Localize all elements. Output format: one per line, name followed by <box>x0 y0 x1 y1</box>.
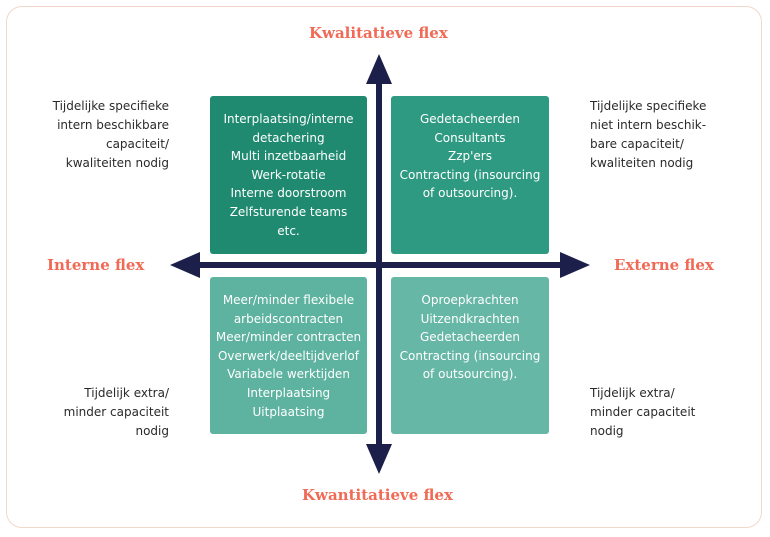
arrow-head-down-icon <box>366 444 392 474</box>
note-line: Tijdelijk extra/ <box>590 386 675 400</box>
note-line: minder capaciteit <box>63 405 169 419</box>
note-line: minder capaciteit <box>590 405 696 419</box>
note-line: intern beschikbare <box>57 118 169 132</box>
note-line: Tijdelijk extra/ <box>84 386 169 400</box>
quadrant-item: Zzp'ers <box>447 149 492 164</box>
quadrant-item: Uitplaatsing <box>252 404 325 419</box>
arrow-head-right-icon <box>560 252 590 278</box>
quadrant-item: arbeidscontracten <box>233 311 344 326</box>
note-line: Tijdelijke specifieke <box>590 99 707 113</box>
quadrant-item: Overwerk/deeltijdverlof <box>217 348 359 363</box>
quadrant-item: detachering <box>252 130 325 145</box>
quadrant-item: Werk-rotatie <box>251 167 326 182</box>
note-line: Tijdelijke specifieke <box>52 99 169 113</box>
quadrant-item: Meer/minder contracten <box>215 330 362 345</box>
quadrant-item: Contracting (insourcing <box>399 167 541 182</box>
quadrant-item: Consultants <box>434 130 506 145</box>
note-top-left: Tijdelijke specifieke intern beschikbare… <box>53 97 169 173</box>
quadrant-item: Multi inzetbaarheid <box>230 149 347 164</box>
quadrant-item: Gedetacheerden <box>419 112 521 126</box>
arrow-head-left-icon <box>170 252 200 278</box>
note-bottom-right: Tijdelijk extra/ minder capaciteit nodig <box>590 384 695 441</box>
quadrant-item: Meer/minder flexibele <box>222 293 355 307</box>
quadrant-item: Interplaatsing <box>246 385 331 400</box>
note-line: nodig <box>135 424 169 438</box>
arrow-head-up-icon <box>366 54 392 84</box>
quadrant-item: Uitzendkrachten <box>420 311 520 326</box>
quadrant-item: etc. <box>277 223 300 238</box>
quadrant-item: Interne doorstroom <box>230 186 347 201</box>
note-line: kwaliteiten nodig <box>65 156 169 170</box>
quadrant-external-qualitative: Gedetacheerden Consultants Zzp'ers Contr… <box>391 96 549 254</box>
axis-label-top: Kwalitatieve flex <box>309 24 448 42</box>
quadrant-item: Contracting (insourcing <box>399 348 541 363</box>
note-line: niet intern beschik- <box>590 118 707 132</box>
axis-label-bottom: Kwantitatieve flex <box>302 486 453 504</box>
quadrant-item: of outsourcing). <box>422 367 518 382</box>
axis-label-left: Interne flex <box>47 256 145 274</box>
note-line: capaciteit/ <box>105 137 169 151</box>
note-line: bare capaciteit/ <box>590 137 684 151</box>
quadrant-item: Gedetacheerden <box>419 330 521 345</box>
axis-label-right: Externe flex <box>614 256 714 274</box>
quadrant-external-quantitative: Oproepkrachten Uitzendkrachten Gedetache… <box>391 277 549 434</box>
quadrant-item: Oproepkrachten <box>421 293 519 307</box>
diagram-frame <box>6 6 762 528</box>
quadrant-item: Zelfsturende teams <box>229 204 348 219</box>
note-bottom-left: Tijdelijk extra/ minder capaciteit nodig <box>64 384 169 441</box>
quadrant-item: Variabele werktijden <box>227 367 350 382</box>
quadrant-item: Interplaatsing/interne <box>223 112 354 126</box>
quadrant-item: of outsourcing). <box>422 186 518 201</box>
note-top-right: Tijdelijke specifieke niet intern beschi… <box>590 97 706 173</box>
note-line: nodig <box>590 424 624 438</box>
note-line: kwaliteiten nodig <box>590 156 694 170</box>
quadrant-internal-qualitative: Interplaatsing/interne detachering Multi… <box>210 96 367 254</box>
quadrant-internal-quantitative: Meer/minder flexibele arbeidscontracten … <box>210 277 367 434</box>
